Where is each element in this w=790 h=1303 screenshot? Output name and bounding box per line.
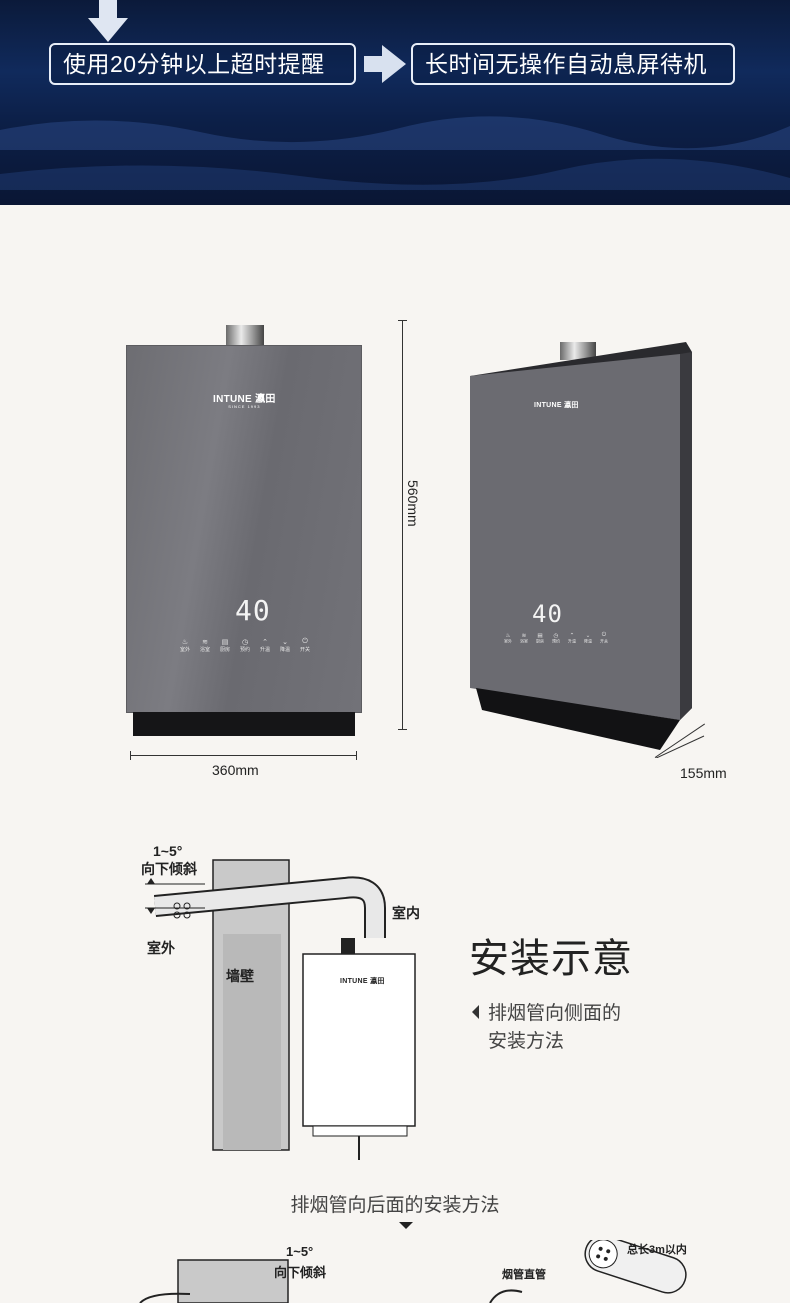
width-dimension-line [130,755,357,756]
flue-collar [560,342,596,360]
control-icon: ◷ [241,639,249,646]
right-arrow-icon [364,45,406,83]
depth-label: 155mm [680,765,727,781]
control-button[interactable]: ▤厨房 [532,632,548,644]
control-icon: ▤ [537,632,543,639]
control-button[interactable]: ◷预约 [548,632,564,644]
control-icon: ▤ [221,639,229,646]
control-label: 厨房 [535,639,544,644]
control-icon: ≋ [521,632,527,639]
control-label: 开关 [299,647,310,653]
control-icon: ⏻ [302,638,308,645]
width-tick [130,751,131,760]
control-label: 升温 [567,639,576,644]
control-icon: ⌃ [262,639,268,646]
rear-slope-label: 向下倾斜 [274,1265,327,1280]
install-description: 排烟管向侧面的 安装方法 [488,1003,622,1052]
width-tick [356,751,357,760]
flue-collar [226,325,264,347]
caret-left-icon [472,1005,479,1019]
height-dimension-line [402,320,403,730]
control-button[interactable]: ⌃升温 [255,638,275,653]
auto-standby-pill: 长时间无操作自动息屏待机 [411,43,735,85]
control-icon: ⌄ [282,639,288,646]
control-label: 降温 [279,647,290,653]
control-button[interactable]: ⏻ 开关 [295,638,315,653]
width-label: 360mm [212,762,259,778]
control-button[interactable]: ⌄降温 [275,638,295,653]
control-label: 浴室 [519,639,528,644]
control-button[interactable]: ◷预约 [235,638,255,653]
temperature-display-side: 40 [532,600,563,628]
outdoor-label: 室外 [147,940,175,956]
control-button[interactable]: ♨室外 [175,638,195,653]
control-label: 开关 [599,639,608,644]
straight-pipe-label: 烟管直管 [502,1269,546,1281]
control-icon: ♨ [181,639,189,646]
control-button[interactable]: ≋浴室 [195,638,215,653]
temperature-display: 40 [235,594,271,627]
control-icon: ♨ [505,632,511,639]
rear-install-title: 排烟管向后面的安装方法 [290,1195,500,1216]
control-button[interactable]: ⌃升温 [564,632,580,644]
control-label: 室外 [179,647,190,653]
install-title: 安装示意 [469,936,633,982]
control-button[interactable]: ▤厨房 [215,638,235,653]
total-length-label: 总长3m以内 [627,1244,687,1256]
control-button[interactable]: ⏻开关 [596,632,612,644]
side-install-diagram [145,859,416,1160]
timeout-reminder-pill: 使用20分钟以上超时提醒 [49,43,356,85]
control-icon: ⏻ [601,632,607,638]
height-tick [398,320,407,321]
control-icon: ⌃ [569,632,575,639]
brand-logo-side: INTUNE 瀛田 [534,402,579,409]
heater-base [133,712,355,736]
wave-decoration [0,158,790,190]
control-strip-side: ♨室外≋浴室▤厨房◷预约⌃升温⌄降温⏻开关 [500,632,612,644]
rear-install-diagram [139,1240,687,1303]
down-arrow-icon [88,0,128,42]
control-label: 预约 [239,647,250,653]
control-label: 预约 [551,639,560,644]
angle-label: 1~5° [153,843,183,859]
control-label: 浴室 [199,647,210,653]
slope-label: 向下倾斜 [141,861,197,877]
control-label: 厨房 [219,647,230,653]
control-button[interactable]: ⌄降温 [580,632,596,644]
heater-front-view: INTUNE 瀛田 SINCE 1993 40 ♨室外≋浴室▤厨房◷预约⌃升温⌄… [126,345,362,736]
control-button[interactable]: ♨室外 [500,632,516,644]
caret-down-icon [399,1222,413,1229]
wall-label: 墙壁 [226,968,254,984]
feature-banner: 使用20分钟以上超时提醒 长时间无操作自动息屏待机 [0,0,790,205]
wave-decoration [0,116,790,150]
control-strip: ♨室外≋浴室▤厨房◷预约⌃升温⌄降温⏻开关 [175,638,315,653]
control-icon: ⌄ [585,632,591,639]
control-button[interactable]: ≋浴室 [516,632,532,644]
height-tick [398,729,407,730]
indoor-label: 室内 [392,905,420,921]
rear-angle-label: 1~5° [286,1244,314,1259]
height-label: 560mm [405,480,421,527]
control-icon: ◷ [553,632,559,639]
control-label: 升温 [259,647,270,653]
brand-logo: INTUNE 瀛田 SINCE 1993 [213,394,276,409]
control-icon: ≋ [202,639,208,646]
brand-logo-diagram: INTUNE 瀛田 [340,978,385,985]
control-label: 降温 [583,639,592,644]
heater-side-view [470,342,705,758]
control-label: 室外 [503,639,512,644]
